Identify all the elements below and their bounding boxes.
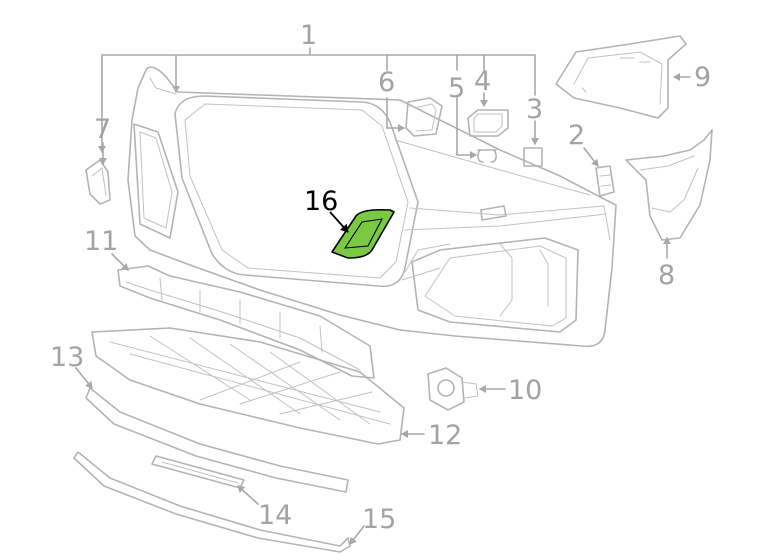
part-9-liner <box>555 35 687 119</box>
callout-9: 9 <box>694 62 711 93</box>
callout-1-bracket <box>98 47 536 153</box>
callout-16: 16 <box>304 186 338 217</box>
callout-11: 11 <box>84 226 118 257</box>
callout-4: 4 <box>474 66 491 97</box>
callout-7: 7 <box>94 114 111 145</box>
callout-14: 14 <box>258 500 292 531</box>
part-2-clip <box>595 165 615 197</box>
part-11-reinforcement <box>117 265 375 379</box>
part-4-sensor-holder <box>467 109 509 137</box>
callout-2: 2 <box>568 120 585 151</box>
front-bumper-cover <box>127 66 617 348</box>
callout-10: 10 <box>508 375 542 406</box>
callout-15: 15 <box>362 504 396 535</box>
part-6-bracket <box>405 97 443 137</box>
callout-8: 8 <box>658 260 675 291</box>
part-14-strip <box>151 455 245 489</box>
part-16-grille-insert <box>331 208 395 259</box>
part-15-spoiler <box>73 451 351 553</box>
part-10-sensor <box>427 367 479 411</box>
part-12-undertray <box>91 327 405 445</box>
callout-6: 6 <box>378 67 395 98</box>
part-13-trim <box>85 387 349 493</box>
callout-3: 3 <box>526 94 543 125</box>
part-8-bracket <box>625 129 713 241</box>
callout-labels: 1 2 3 4 5 6 7 8 9 10 11 12 13 14 15 16 <box>50 20 711 535</box>
part-7-bracket <box>85 159 111 205</box>
part-3-block <box>523 147 543 167</box>
callout-13: 13 <box>50 342 84 373</box>
callout-5: 5 <box>448 73 465 104</box>
part-16-shape <box>331 208 395 259</box>
callout-1: 1 <box>300 20 317 51</box>
callout-12: 12 <box>428 420 462 451</box>
leader-lines <box>75 73 691 545</box>
part-5-clip <box>477 149 497 163</box>
